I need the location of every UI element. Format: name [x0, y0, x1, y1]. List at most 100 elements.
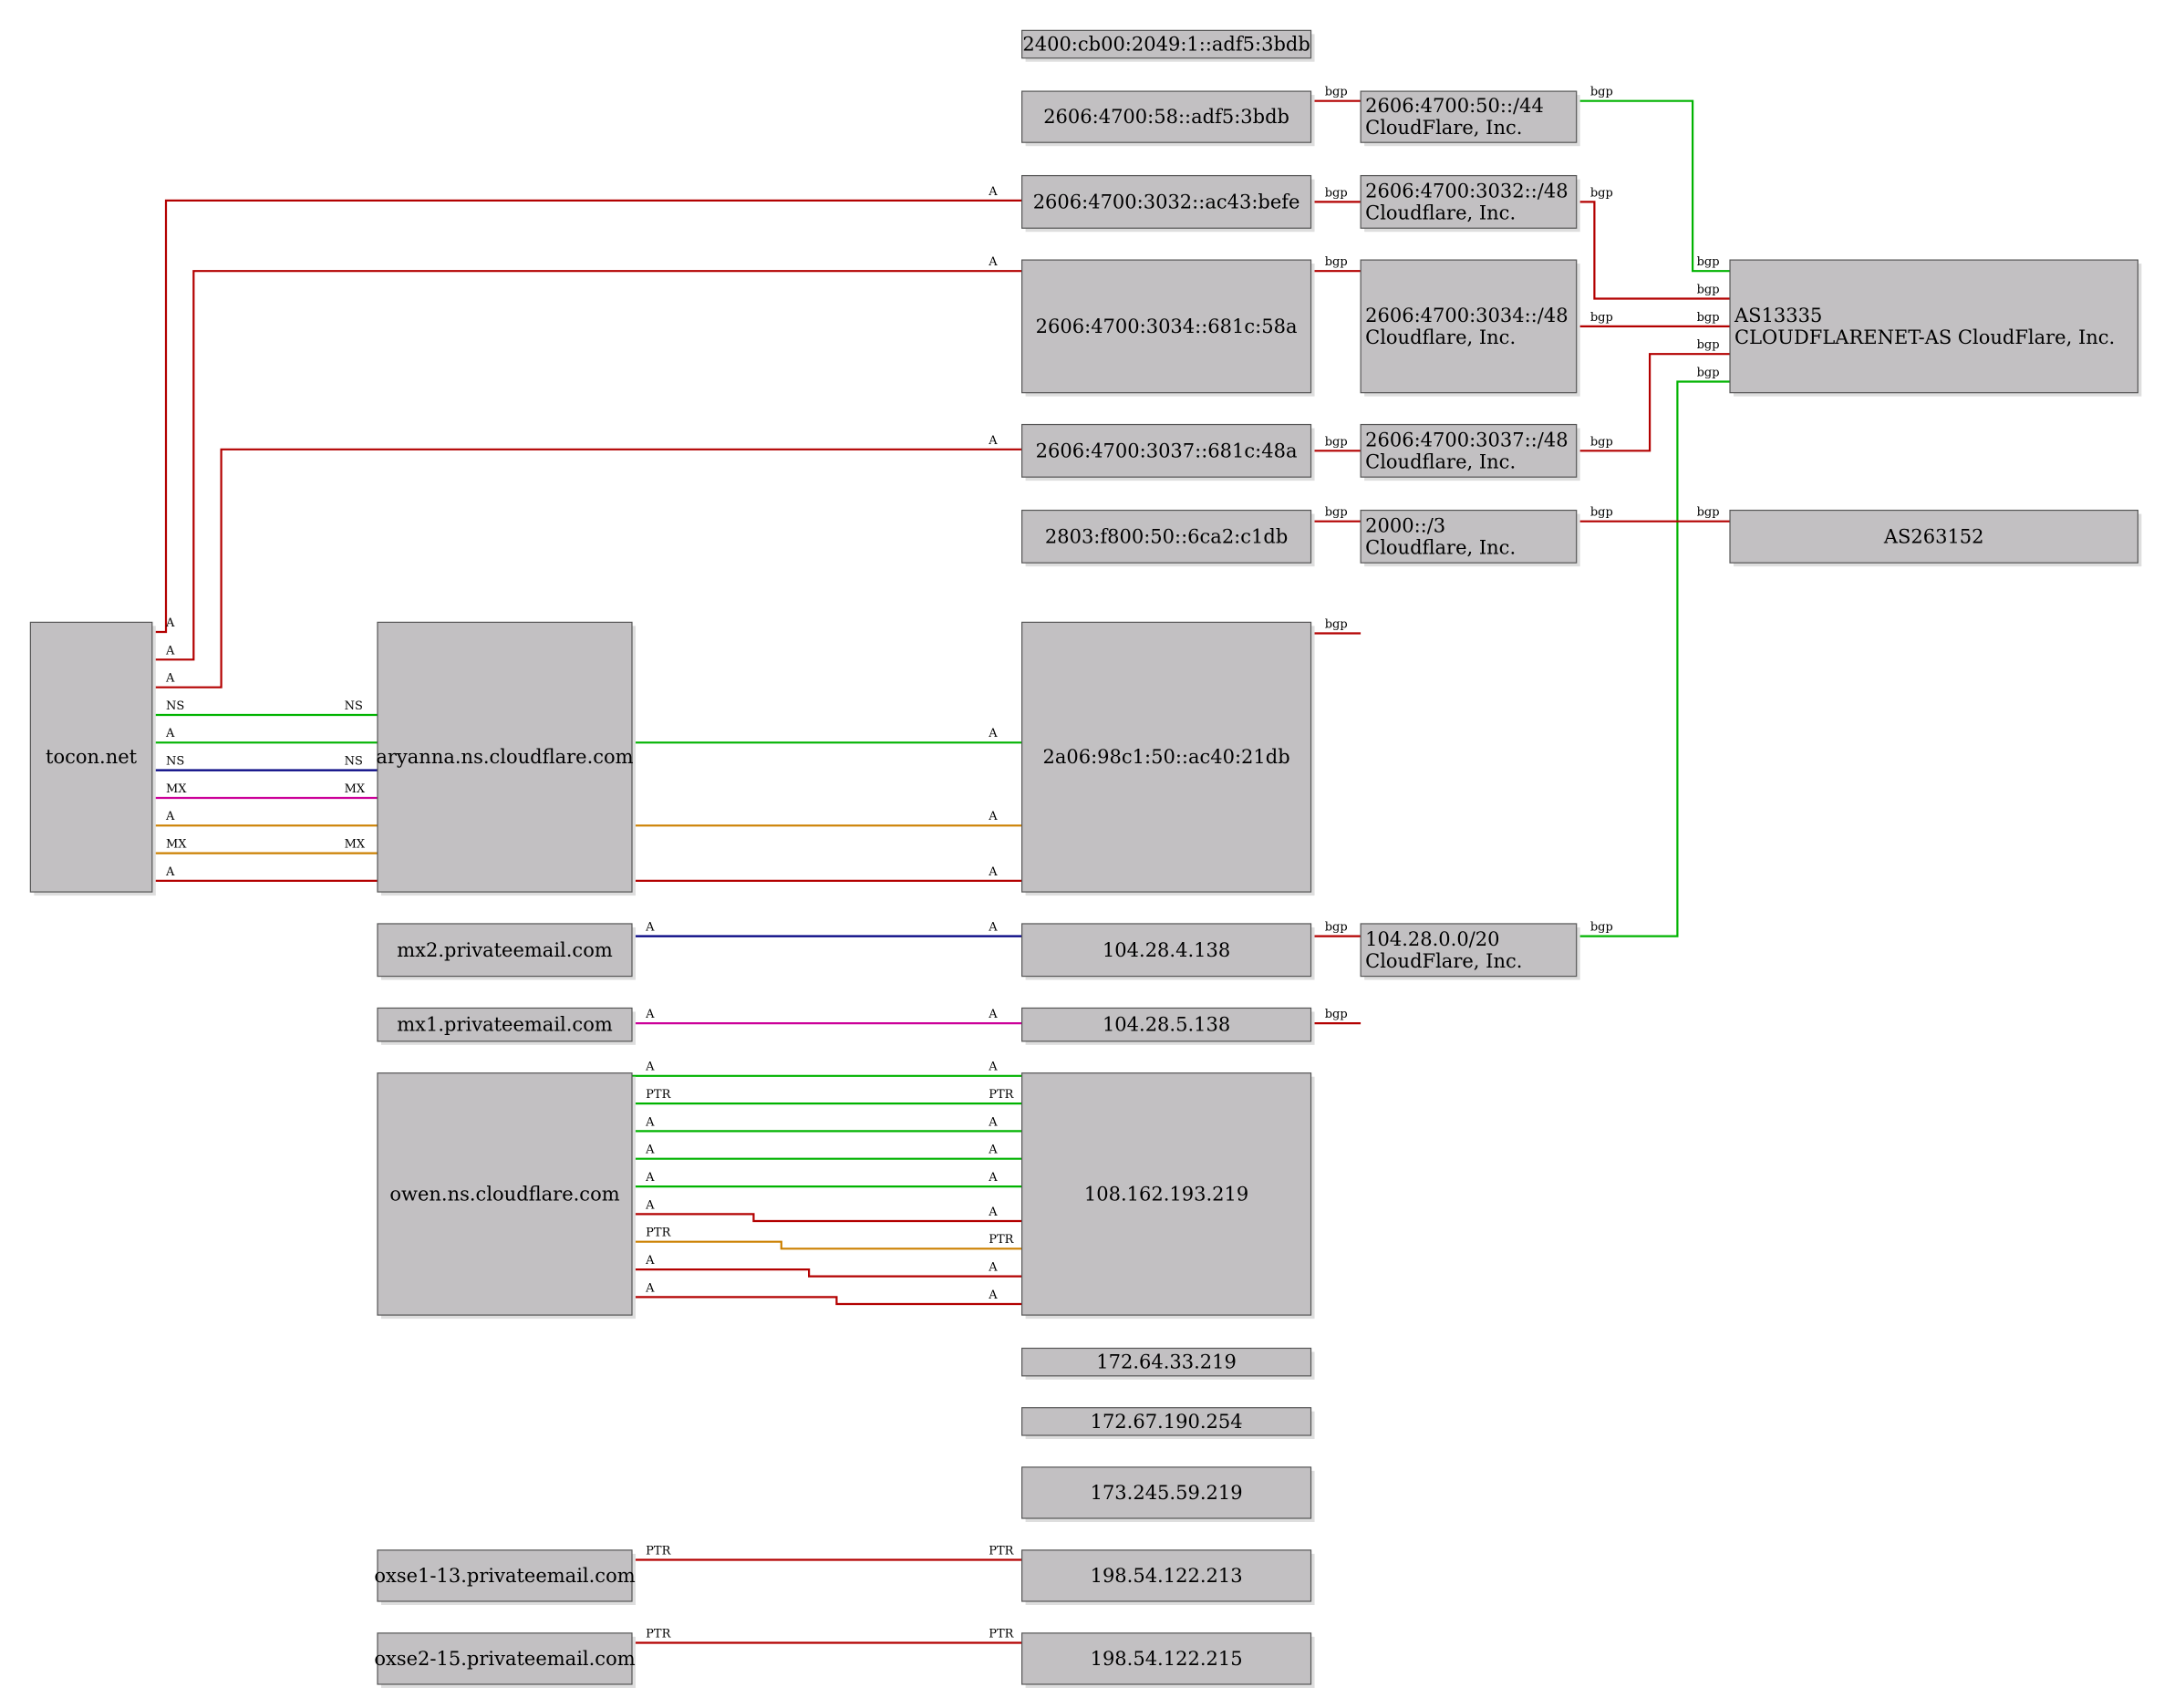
edge-source-label: A	[165, 727, 175, 740]
edge-ip-104-4-to-pfx-104: bgp	[1310, 921, 1362, 937]
node-box	[1021, 1347, 1312, 1377]
edge-target-label: A	[988, 810, 998, 823]
edge-source-label: PTR	[646, 1088, 671, 1102]
node-tocon: tocon.net	[29, 621, 156, 896]
node-box	[1360, 923, 1578, 978]
edge-source-label: bgp	[1590, 435, 1613, 449]
edge-source-label: A	[645, 1281, 655, 1295]
node-ip-2a06: 2a06:98c1:50::ac40:21db	[1021, 621, 1315, 896]
edge-target-label: MX	[345, 838, 366, 852]
node-label: Cloudflare, Inc.	[1365, 326, 1516, 348]
node-box	[1021, 1632, 1312, 1685]
node-ip-172-67: 172.67.190.254	[1021, 1407, 1315, 1440]
node-box	[1729, 259, 2138, 394]
node-as263152: AS263152	[1729, 509, 2142, 567]
edge-line	[1576, 99, 1730, 273]
node-label: 2606:4700:3034::681c:58a	[1036, 316, 1298, 337]
edge-line	[632, 1268, 1022, 1278]
edge-source-label: bgp	[1590, 921, 1613, 935]
edge-owen-to-ip-108: AA	[632, 1198, 1022, 1223]
edge-target-label: A	[988, 255, 998, 269]
edge-target-label: PTR	[989, 1233, 1014, 1247]
edge-source-label: bgp	[1325, 435, 1348, 449]
node-box	[1729, 509, 2138, 564]
edge-tocon-to-ip-3032: AA	[151, 185, 1022, 634]
node-box	[377, 923, 633, 978]
edge-owen-to-ip-172-64: AA	[632, 1281, 1022, 1306]
node-label: 2606:4700:3034::/48	[1365, 305, 1568, 326]
edge-target-label: A	[988, 921, 998, 935]
edge-source-label: A	[645, 1171, 655, 1185]
edge-source-label: bgp	[1590, 186, 1613, 200]
node-label: 2400:cb00:2049:1::adf5:3bdb	[1022, 34, 1310, 56]
edge-source-label: A	[645, 1061, 655, 1074]
edge-pfx-50-to-as13335: bgp bgp	[1576, 86, 1730, 273]
edge-target-label: A	[988, 865, 998, 879]
node-ip-104-5: 104.28.5.138	[1021, 1007, 1315, 1045]
node-label: oxse1-13.privateemail.com	[374, 1565, 635, 1587]
node-box	[1360, 90, 1578, 143]
node-label: oxse2-15.privateemail.com	[374, 1648, 635, 1670]
node-oxse1: oxse1-13.privateemail.com	[374, 1549, 636, 1605]
node-ip-172-64: 172.64.33.219	[1021, 1347, 1315, 1380]
edge-target-label: bgp	[1697, 506, 1720, 520]
node-box	[1021, 1549, 1312, 1602]
node-ip-108: 108.162.193.219	[1021, 1072, 1315, 1320]
node-box	[1360, 423, 1578, 478]
node-box	[377, 1632, 633, 1685]
edge-source-label: A	[645, 1008, 655, 1021]
node-label: 2606:4700:3032::ac43:befe	[1033, 191, 1300, 212]
edge-target-label: NS	[345, 755, 363, 769]
edge-source-label: A	[645, 1144, 655, 1157]
edge-target-label: A	[988, 1289, 998, 1302]
edge-target-label: bgp	[1697, 255, 1720, 269]
edge-line	[1576, 380, 1730, 937]
edge-tocon-to-ip-3037: AA	[151, 434, 1022, 688]
edge-source-label: MX	[166, 838, 187, 852]
edge-target-label: bgp	[1697, 311, 1720, 325]
node-ip-2400: 2400:cb00:2049:1::adf5:3bdb	[1021, 29, 1315, 62]
node-ip-2606-58: 2606:4700:58::adf5:3bdb	[1021, 90, 1315, 147]
node-label: 198.54.122.213	[1091, 1565, 1243, 1587]
node-label: 172.64.33.219	[1096, 1351, 1237, 1373]
edge-source-label: bgp	[1325, 617, 1348, 631]
edge-target-label: bgp	[1697, 283, 1720, 296]
node-ip-3032: 2606:4700:3032::ac43:befe	[1021, 174, 1315, 233]
edge-tocon-to-ip-3034: AA	[151, 255, 1022, 661]
edge-line	[632, 1296, 1022, 1306]
node-label: aryanna.ns.cloudflare.com	[376, 746, 633, 768]
edge-source-label: A	[165, 644, 175, 657]
node-box	[377, 1549, 633, 1602]
node-label: 2606:4700:58::adf5:3bdb	[1043, 106, 1289, 128]
node-label: owen.ns.cloudflare.com	[389, 1183, 619, 1205]
edge-source-label: bgp	[1325, 1008, 1348, 1021]
node-label: 2606:4700:3037::/48	[1365, 429, 1568, 450]
node-box	[1021, 29, 1312, 59]
edge-source-label: A	[165, 810, 175, 823]
node-ip-3037: 2606:4700:3037::681c:48a	[1021, 423, 1315, 481]
edge-target-label: A	[988, 434, 998, 448]
edge-pfx-104-to-as13335: bgp bgp	[1576, 366, 1730, 937]
node-box	[377, 1072, 633, 1316]
node-ip-198-215: 198.54.122.215	[1021, 1632, 1315, 1688]
node-box	[1021, 509, 1312, 564]
edge-source-label: A	[165, 672, 175, 686]
edge-source-label: A	[645, 921, 655, 935]
node-box	[377, 1007, 633, 1042]
edge-source-label: NS	[166, 699, 184, 713]
edge-line	[151, 199, 1022, 634]
edge-source-label: bgp	[1325, 255, 1348, 269]
node-box	[1021, 1007, 1312, 1042]
